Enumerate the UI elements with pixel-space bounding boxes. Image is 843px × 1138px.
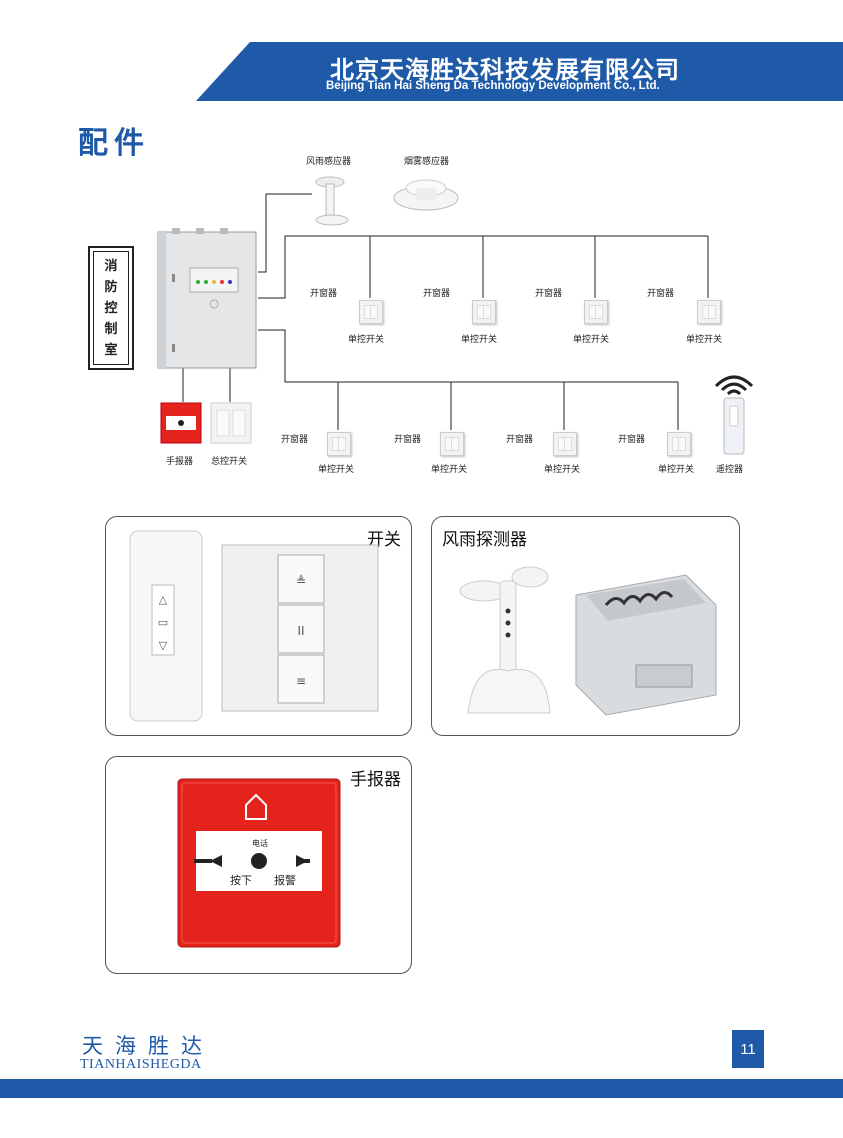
header-banner: 北京天海胜达科技发展有限公司 Beijing Tian Hai Sheng Da… [0,0,843,110]
window-opener-label: 开窗器 [394,435,422,445]
single-switch-label: 单控开关 [573,335,610,345]
master-switch-icon [210,402,252,444]
manual-alarm-icon [160,402,202,444]
control-cabinet [157,228,257,369]
wiring-diagram [182,193,709,430]
svg-text:II: II [297,624,304,638]
single-switch-icon [553,432,577,456]
company-name-cn: 北京天海胜达科技发展有限公司 [330,56,680,84]
fcr-char: 防 [104,279,118,295]
alarm-text-phone: 电话 [252,839,268,848]
detector-panel-title: 风雨探测器 [442,530,527,550]
smoke-sensor-label: 烟雾感应器 [404,157,450,167]
single-switch-icon [584,300,608,324]
window-opener-label: 开窗器 [618,435,646,445]
manual-alarm-label: 手报器 [166,457,194,467]
header-shape [196,42,843,101]
smoke-sensor-icon [393,179,459,211]
section-title: 配件 [78,126,150,161]
anemometer-image [459,566,551,714]
single-switch-label: 单控开关 [686,335,723,345]
window-opener-label: 开窗器 [423,289,451,299]
single-switch-icon [327,432,351,456]
remote-controller-image: △ ▭ ▽ [129,530,203,722]
alarm-text-press: 按下 [230,874,252,887]
switch-panel: 开关 △ ▭ ▽ ≜ II ≡ [105,516,412,736]
single-switch-icon [667,432,691,456]
window-opener-label: 开窗器 [310,289,338,299]
alarm-text-alert: 报警 [274,874,296,887]
fcr-char: 控 [104,300,118,316]
remote-icon [714,375,754,455]
window-opener-label: 开窗器 [647,289,675,299]
company-name-en: Beijing Tian Hai Sheng Da Technology Dev… [326,80,660,92]
single-switch-icon [440,432,464,456]
detector-panel: 风雨探测器 [431,516,740,736]
footer-brand-en: TIANHAISHEGDA [80,1057,202,1072]
svg-text:≜: ≜ [296,574,306,588]
single-switch-icon [697,300,721,324]
single-switch-icon [472,300,496,324]
single-switch-label: 单控开关 [461,335,498,345]
footer-brand-cn: 天海胜达 [82,1034,214,1058]
fcr-char: 制 [104,321,118,337]
manual-alarm-image [177,778,341,948]
single-switch-label: 单控开关 [431,465,468,475]
alarm-panel-title: 手报器 [350,770,401,790]
single-switch-label: 单控开关 [544,465,581,475]
svg-text:≡: ≡ [296,674,306,688]
single-switch-label: 单控开关 [348,335,385,345]
footer-bar [0,1079,843,1098]
fire-control-room-box: 消 防 控 制 室 [88,246,134,370]
window-opener-label: 开窗器 [535,289,563,299]
master-switch-label: 总控开关 [211,457,248,467]
svg-text:△: △ [159,593,168,606]
rain-sensor-image [575,574,717,716]
wall-switch-image: ≜ II ≡ [221,544,379,712]
single-switch-icon [359,300,383,324]
wind-rain-sensor-label: 风雨感应器 [306,157,352,167]
fcr-char: 室 [104,342,118,358]
svg-text:▭: ▭ [158,616,168,629]
page-number: 11 [732,1030,764,1068]
wind-rain-sensor-icon [315,176,349,226]
window-opener-label: 开窗器 [506,435,534,445]
single-switch-label: 单控开关 [658,465,695,475]
fcr-char: 消 [104,258,118,274]
single-switch-label: 单控开关 [318,465,355,475]
window-opener-label: 开窗器 [281,435,309,445]
alarm-panel: 手报器 电话 按下 报警 [105,756,412,974]
svg-text:▽: ▽ [159,639,168,652]
remote-label: 遥控器 [716,465,744,475]
